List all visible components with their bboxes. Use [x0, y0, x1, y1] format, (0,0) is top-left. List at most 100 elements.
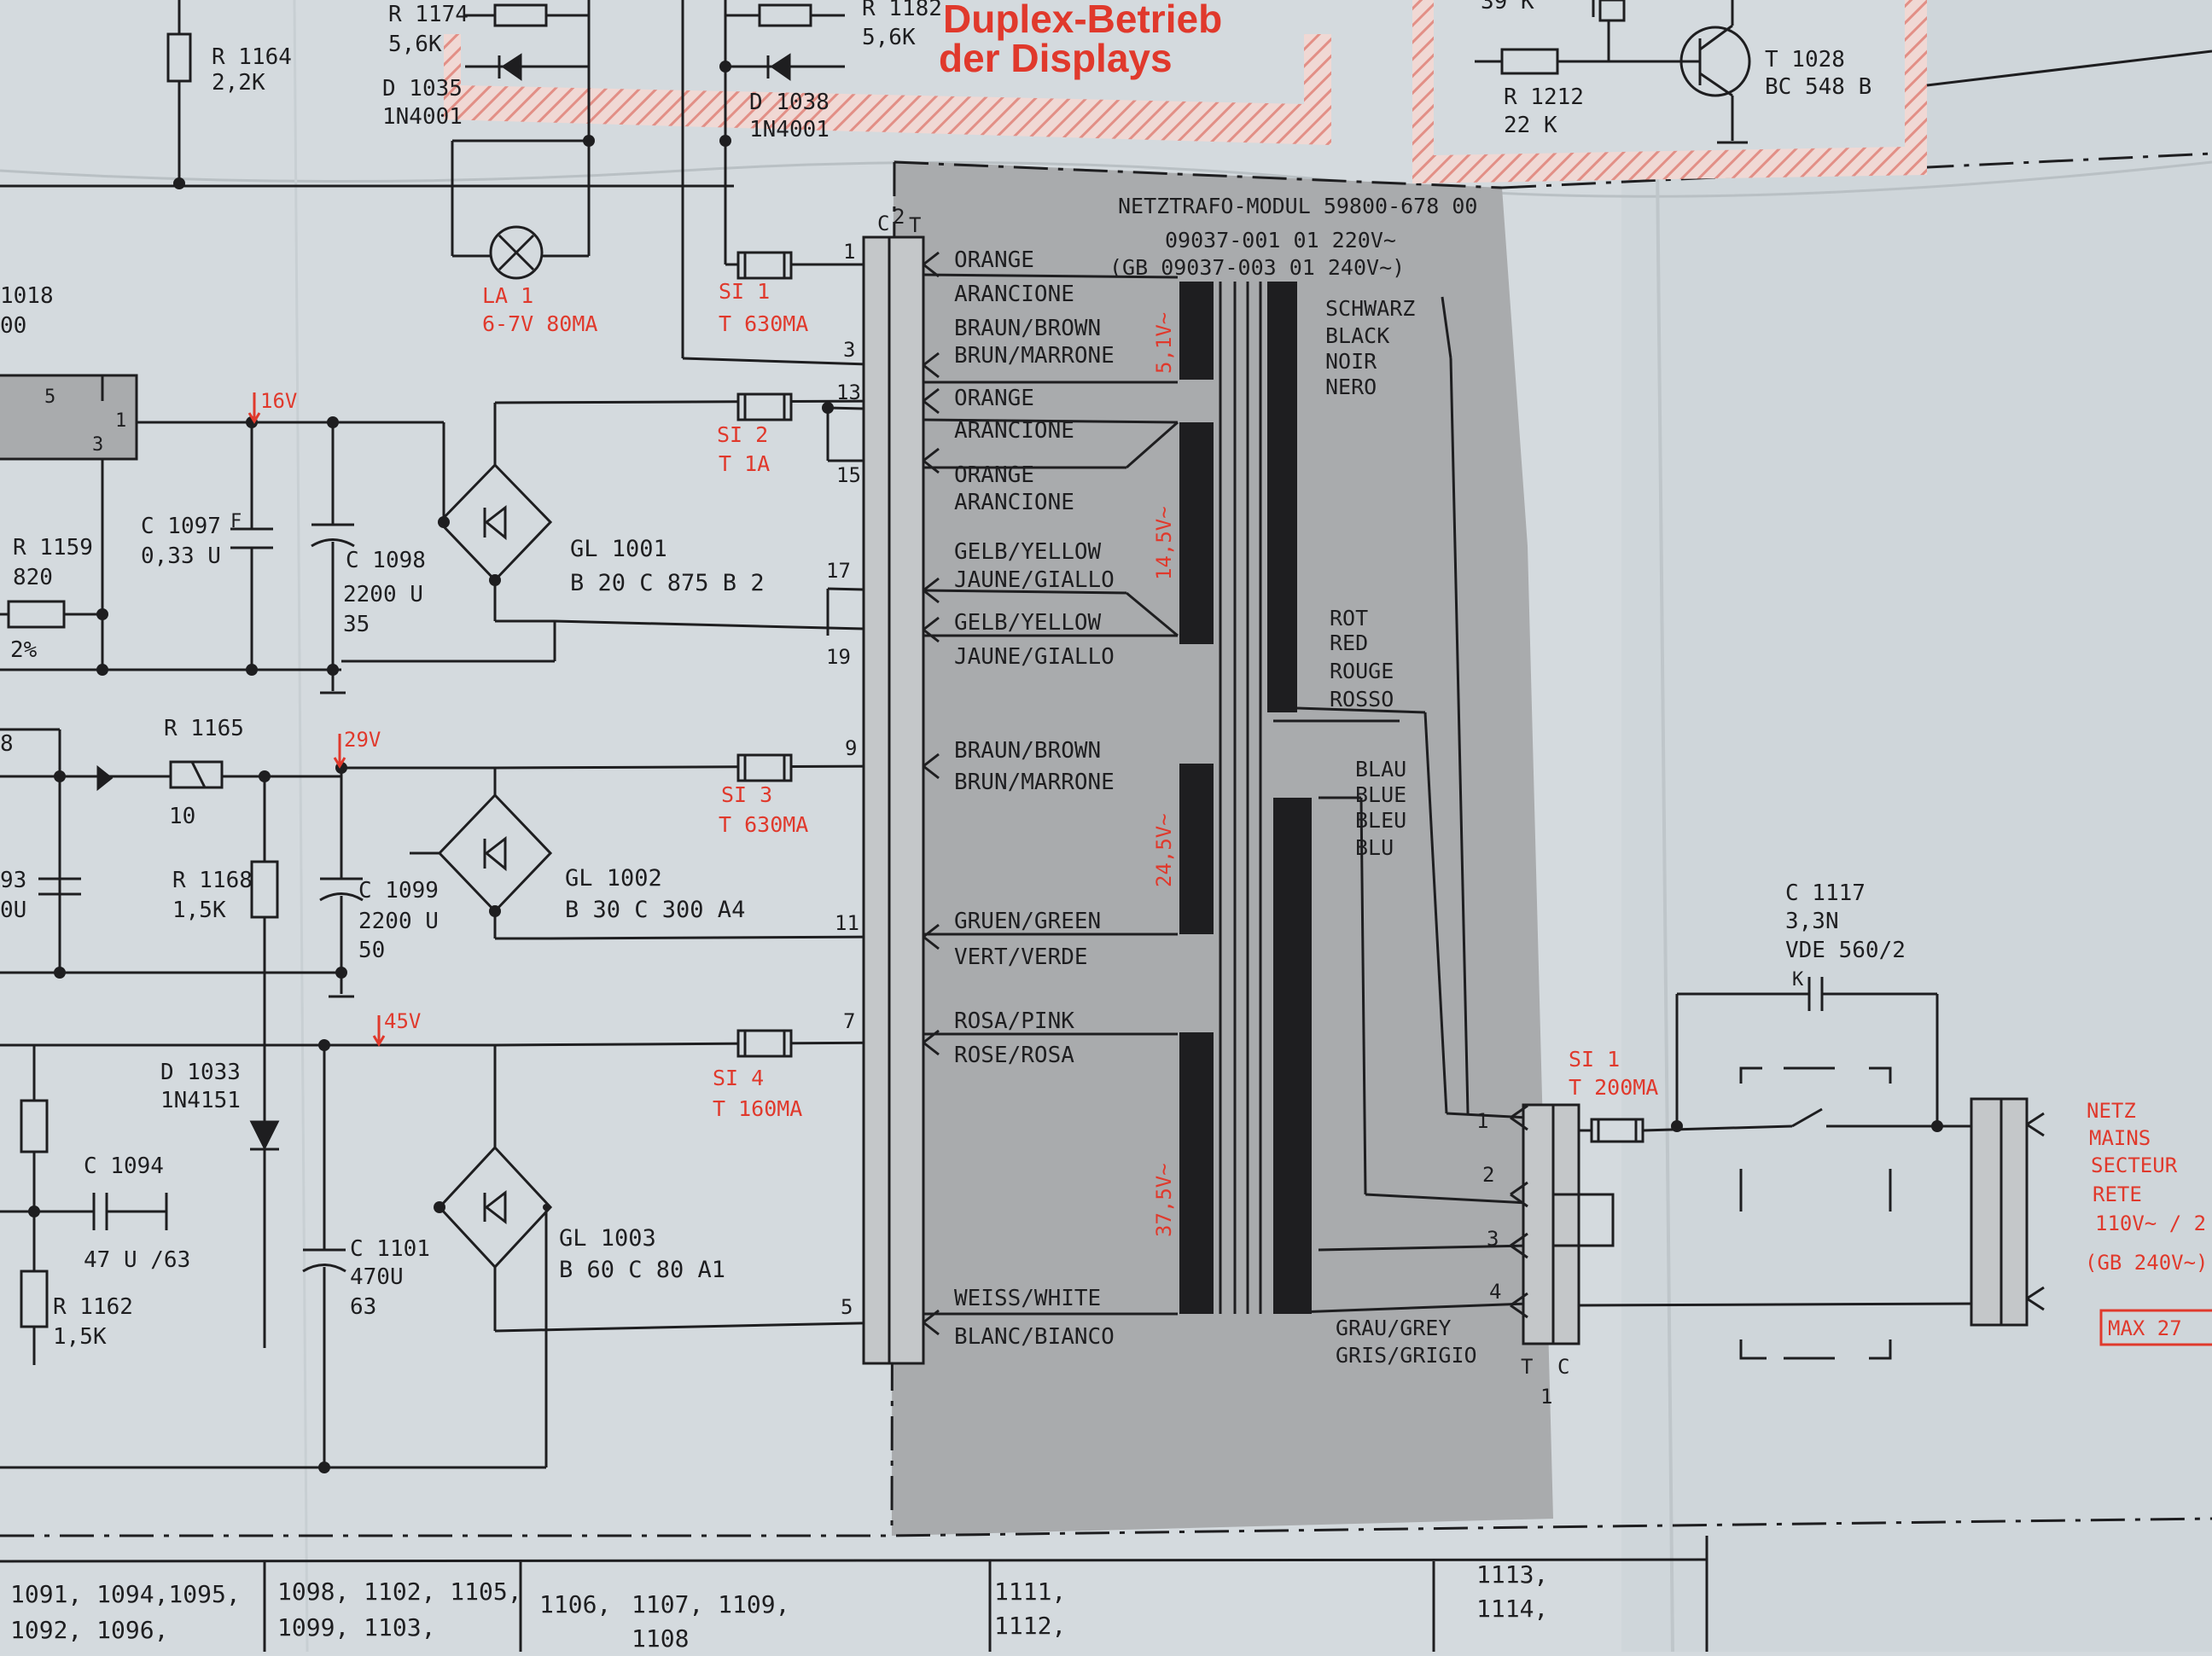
c1094-name: C 1094 — [84, 1153, 164, 1179]
wire-label: WEISS/WHITE — [954, 1286, 1101, 1311]
r1182-value: 5,6K — [862, 25, 916, 50]
wire-label: BRUN/MARRONE — [954, 770, 1115, 795]
right-conn-pin-2: 2 — [1482, 1163, 1494, 1187]
d1033-name: D 1033 — [160, 1060, 241, 1085]
wire-grey-1: GRAU/GREY — [1336, 1316, 1451, 1340]
r1165-name: R 1165 — [164, 716, 244, 741]
c1099-volt: 50 — [358, 938, 385, 963]
mains-line-2: MAINS — [2089, 1126, 2151, 1150]
d1035-value: 1N4001 — [382, 104, 463, 130]
r1164-value: 2,2K — [212, 70, 265, 96]
t1028-name: T 1028 — [1765, 47, 1845, 73]
left-label-8: 8 — [0, 731, 14, 757]
right-conn-c: C — [1557, 1355, 1569, 1379]
wire-label: ORANGE — [954, 386, 1034, 411]
module-title: NETZTRAFO-MODUL 59800-678 00 — [1118, 194, 1477, 218]
fuse-si1-name: SI 1 — [719, 279, 770, 304]
d1035-name: D 1035 — [382, 76, 463, 102]
c1094-value: 47 U /63 — [84, 1247, 190, 1273]
c1101-value: 470U — [350, 1264, 404, 1290]
bottom-references: 1091, 1094,1095, 1092, 1096, 1098, 1102,… — [10, 1560, 1548, 1653]
rectifier-gl1001-value: B 20 C 875 B 2 — [570, 570, 765, 596]
right-conn-pin-4: 4 — [1489, 1280, 1501, 1304]
tap-arrow — [247, 392, 261, 424]
wire-red-2: RED — [1330, 630, 1368, 655]
r1212-name: R 1212 — [1504, 84, 1584, 110]
c1097-name: C 1097 — [141, 514, 221, 539]
wire-label: GELB/YELLOW — [954, 539, 1102, 565]
mains-line-4: RETE — [2093, 1182, 2142, 1206]
wire-black-4: NERO — [1325, 375, 1377, 399]
r1212-value: 22 K — [1504, 113, 1557, 138]
mains-line-6: (GB 240V~) — [2085, 1251, 2209, 1275]
ref-col6-l1: 1113, — [1476, 1560, 1548, 1589]
c1117-value: 3,3N — [1785, 909, 1839, 934]
fuse-si4-name: SI 4 — [713, 1066, 764, 1090]
connector-pin-number: 15 — [836, 463, 861, 487]
ic1018-pin1: 1 — [115, 410, 126, 432]
r1159-value: 820 — [13, 565, 53, 590]
wire-blue-1: BLAU — [1355, 757, 1406, 782]
d1038-name: D 1038 — [749, 90, 830, 115]
fold-line — [1654, 0, 1674, 1653]
connector-c-label: C — [877, 212, 889, 235]
rectifier-gl1002-value: B 30 C 300 A4 — [565, 897, 745, 923]
connector-t-label: T — [909, 213, 921, 237]
ref-col6-l2: 1114, — [1476, 1595, 1548, 1623]
wire-black-1: SCHWARZ — [1325, 296, 1415, 321]
fuse-mains-name: SI 1 — [1569, 1047, 1620, 1072]
fuse-si2-value: T 1A — [719, 451, 770, 476]
wire-label: ARANCIONE — [954, 490, 1074, 515]
wire-label: BRAUN/BROWN — [954, 316, 1101, 341]
c1117-mark: K — [1792, 969, 1804, 991]
junction-dots — [28, 61, 1943, 1473]
wire-label: ROSE/ROSA — [954, 1043, 1074, 1068]
module-border — [894, 160, 1503, 189]
tap-16v: 16V — [260, 389, 297, 413]
ref-col3-l1: 1106, — [539, 1590, 611, 1618]
c1098-value: 2200 U — [343, 582, 423, 607]
r1159-tol: 2% — [10, 637, 38, 663]
wire-label: BLANC/BIANCO — [954, 1324, 1115, 1350]
paper-right-tint — [1621, 0, 2212, 1652]
connector-pin-number: 7 — [843, 1009, 855, 1033]
r1164-name: R 1164 — [212, 44, 292, 70]
r1174-value: 5,6K — [388, 32, 442, 57]
tap-29v: 29V — [344, 728, 381, 752]
r1165-value: 10 — [169, 804, 195, 829]
c1117-name: C 1117 — [1785, 880, 1866, 906]
c1098-volt: 35 — [343, 612, 370, 637]
connector-pin-number: 13 — [836, 381, 861, 404]
c1093-value: 0U — [0, 898, 26, 923]
r1212-top: 39 K — [1481, 0, 1534, 15]
wire-label: ORANGE — [954, 462, 1034, 488]
fuse-si1-value: T 630MA — [719, 311, 808, 336]
connector-num-2: 2 — [893, 205, 905, 229]
t1028-value: BC 548 B — [1765, 74, 1871, 100]
right-conn-t: T — [1521, 1355, 1533, 1379]
primary-wire-labels: ORANGEARANCIONEBRAUN/BROWNBRUN/MARRONEOR… — [954, 247, 1115, 1350]
right-conn-num: 1 — [1540, 1385, 1552, 1409]
winding-bars — [1179, 282, 1312, 1314]
c1093-name: 93 — [0, 868, 26, 893]
lamp-value: 6-7V 80MA — [482, 311, 597, 336]
ref-col1-l2: 1092, 1096, — [10, 1616, 168, 1644]
banner-title-2: der Displays — [939, 36, 1173, 80]
c1101-volt: 63 — [350, 1294, 376, 1320]
r1162-value: 1,5K — [53, 1324, 107, 1350]
ref-col4-l2: 1108 — [632, 1624, 689, 1652]
r1174-name: R 1174 — [388, 2, 469, 27]
wire-red-3: ROUGE — [1330, 659, 1394, 683]
mains-max-box — [2099, 1309, 2212, 1346]
voltage-37-5v: 37,5V~ — [1152, 1163, 1176, 1237]
tap-arrow — [333, 734, 346, 769]
voltage-5-1v: 5,1V~ — [1152, 312, 1176, 374]
module-border — [0, 1517, 2212, 1537]
connector-pin-number: 5 — [841, 1295, 853, 1319]
wire-label: GELB/YELLOW — [954, 610, 1102, 636]
fuse-si3-value: T 630MA — [719, 812, 808, 837]
mains-line-1: NETZ — [2087, 1099, 2136, 1123]
